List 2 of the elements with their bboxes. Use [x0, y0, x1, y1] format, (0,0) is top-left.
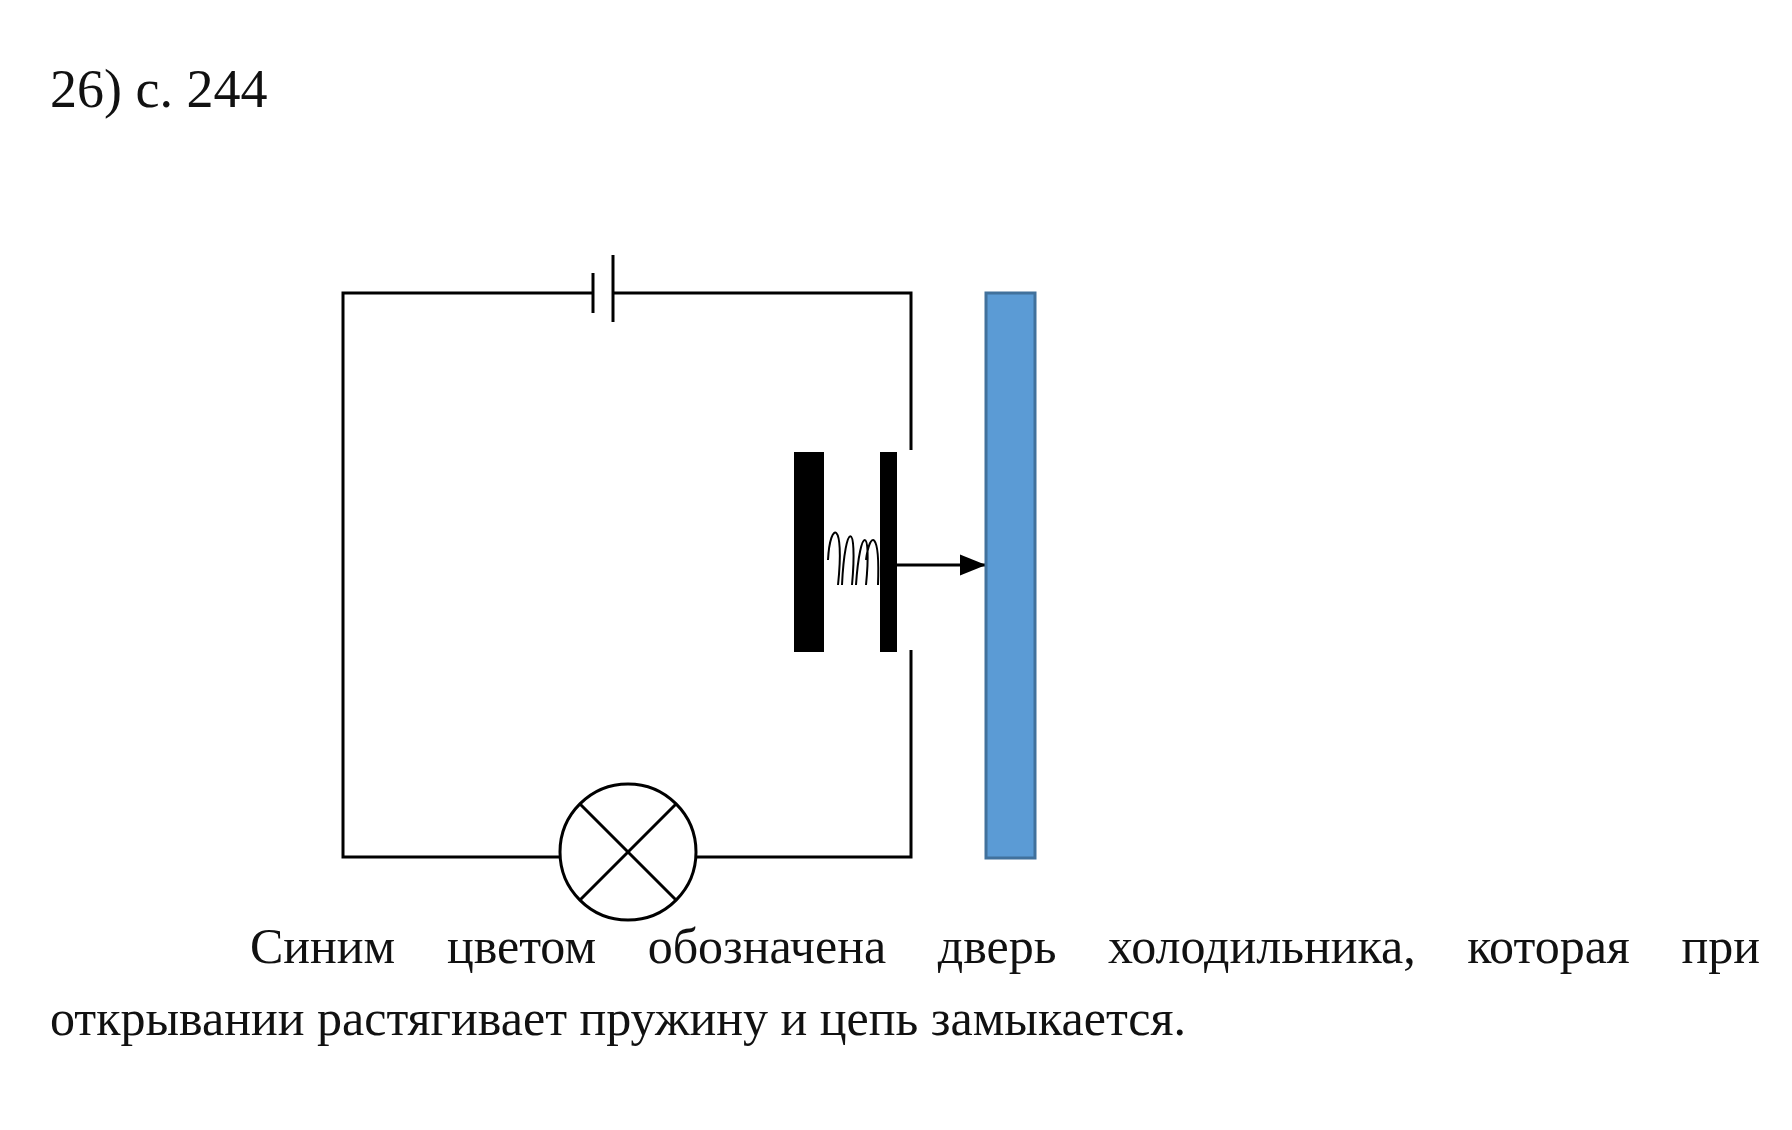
problem-number: 26) с. 244 — [50, 58, 268, 120]
caption-text: Синим цветом обозначена дверь холодильника, которая при открывании растягивает пружину и цепь замыкается. — [50, 917, 1760, 1048]
